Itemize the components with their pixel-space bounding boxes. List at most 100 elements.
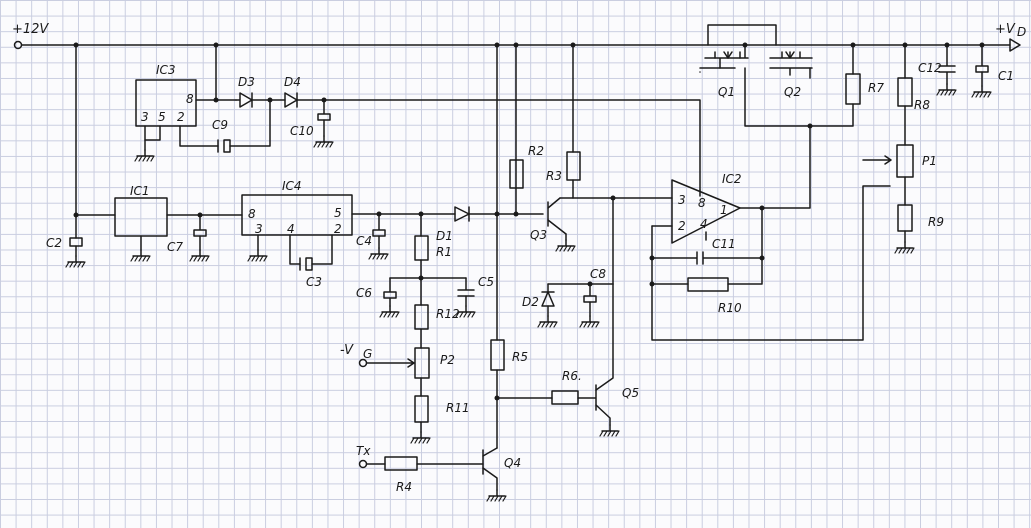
label-r5: R5 [512,350,528,364]
label-r3: R3 [546,169,562,183]
resistor-r1 [414,235,429,261]
label-tx: Tx [356,444,371,458]
terminal-tx[interactable] [358,459,368,469]
label-d4: D4 [284,75,301,89]
label-r7: R7 [868,81,884,95]
label-ic1: IC1 [130,184,150,198]
resistor-r10 [687,277,729,292]
label-d2: D2 [522,295,539,309]
label-c9: C9 [212,118,228,132]
label-c10: C10 [290,124,314,138]
label-c4: C4 [356,234,372,248]
resistor-r5 [490,339,505,371]
svg-text:2: 2 [177,110,185,124]
label-c2: C2 [46,236,62,250]
potentiometer-p2 [414,347,430,379]
svg-text:2: 2 [678,219,686,233]
label-vd: +V [995,22,1016,37]
svg-text:3: 3 [678,193,686,207]
resistor-r6 [551,390,579,405]
q4-q5-stage [358,213,620,502]
resistor-r2 [509,159,524,189]
capacitor-c8 [583,283,597,303]
label-r6: R6. [562,369,582,383]
label-q4: Q4 [504,456,521,470]
label-r10: R10 [718,301,742,315]
label-c7: C7 [167,240,183,254]
ic2-body [671,179,741,244]
label-d3: D3 [238,75,255,89]
label-q2: Q2 [784,85,801,99]
label-q3: Q3 [530,228,547,242]
label-ic3: IC3 [156,63,176,77]
resistor-r3 [566,151,581,181]
d2-c8-branch [537,281,614,328]
label-c3: C3 [306,275,322,289]
label-q1: Q1 [718,85,735,99]
label-neg-vg-sub: G [363,347,372,361]
ic3-body [135,79,197,127]
zener-d2 [541,283,555,307]
label-12v: +12V [12,22,49,37]
svg-text:1: 1 [720,203,728,217]
resistor-r12 [414,304,429,330]
label-r9: R9 [928,215,944,229]
resistor-r8 [897,77,913,107]
terminal-neg-vg[interactable] [358,358,368,368]
label-r11: R11 [446,401,470,415]
resistor-r4 [384,456,418,471]
svg-text:5: 5 [334,206,342,220]
label-r2: R2 [528,144,544,158]
label-c12: C12 [918,61,942,75]
label-r4: R4 [396,480,412,494]
ic4-body [241,194,353,236]
label-c5: C5 [478,275,494,289]
terminal-12v[interactable] [13,40,23,50]
svg-text:4: 4 [287,222,295,236]
capacitor-c1 [975,44,989,73]
label-r12: R12 [436,307,460,321]
label-c1: C1 [998,69,1014,83]
label-c11: C11 [712,237,736,251]
rail-12v [13,38,1021,52]
capacitor-c2 [69,237,83,247]
label-p2: P2 [440,353,455,367]
label-vd-sub: D [1017,25,1026,39]
resistor-r7 [845,73,861,105]
label-d1: D1 [436,229,453,243]
output-arrow-vd [1009,38,1021,52]
label-ic4: IC4 [282,179,302,193]
q3-stage [454,44,673,285]
resistor-r9 [897,204,913,232]
diode-d1 [454,206,470,222]
svg-text:3: 3 [141,110,149,124]
capacitor-c11 [651,251,763,265]
bias-chain [358,213,476,444]
svg-text:2: 2 [334,222,342,236]
potentiometer-p1 [896,144,914,178]
svg-text:5: 5 [158,110,166,124]
capacitor-c3 [299,257,313,271]
mosfet-block [699,24,861,129]
label-p1: P1 [922,154,937,168]
svg-text:4: 4 [700,217,708,231]
svg-text:8: 8 [248,207,256,221]
label-neg-vg: -V [340,343,354,358]
ic1-block [75,197,243,262]
capacitor-c12 [938,44,956,85]
capacitor-c10 [317,99,331,121]
label-c8: C8 [590,267,606,281]
diode-d3 [235,92,253,108]
labels: +12V +V D IC3 IC1 IC4 IC2 8 3 5 2 8 5 3 … [12,22,1026,494]
svg-text:3: 3 [255,222,263,236]
capacitor-c9 [217,139,231,153]
capacitor-c6 [383,277,397,299]
svg-text:8: 8 [186,92,194,106]
label-q5: Q5 [622,386,639,400]
svg-text:8: 8 [698,196,706,210]
capacitor-c4 [372,213,386,237]
label-c6: C6 [356,286,372,300]
resistor-r11 [414,395,429,423]
label-ic2: IC2 [722,172,742,186]
